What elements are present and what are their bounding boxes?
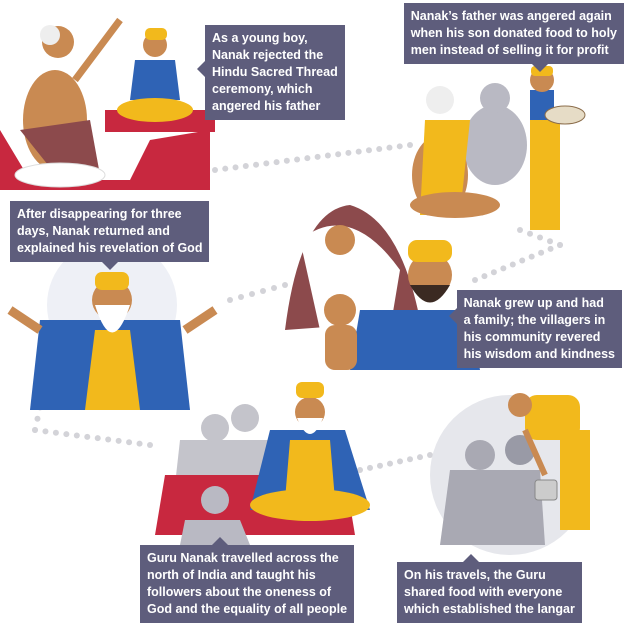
path-dot	[397, 458, 403, 465]
scene-revelation	[7, 240, 218, 410]
caption-pointer	[197, 61, 205, 77]
scene-donation	[410, 66, 586, 230]
path-dot	[355, 148, 362, 155]
path-dot	[335, 151, 342, 158]
path-dot	[63, 431, 70, 438]
path-dot	[324, 152, 331, 159]
path-dot	[73, 432, 80, 439]
path-dot	[517, 227, 523, 233]
path-dot	[136, 440, 143, 447]
path-dot	[263, 160, 270, 167]
path-dot	[365, 147, 372, 154]
path-dot	[481, 273, 488, 280]
path-dot	[126, 439, 133, 446]
path-dot	[314, 153, 321, 160]
path-dot	[94, 435, 101, 442]
path-dot	[238, 294, 244, 300]
path-dot	[34, 415, 41, 422]
path-dot	[417, 454, 423, 461]
path-dot	[105, 436, 112, 443]
caption-pointer	[463, 554, 479, 562]
path-dot	[500, 265, 507, 272]
caption-text: Nanak grew up and had a family; the vill…	[463, 296, 615, 361]
path-dot	[345, 149, 352, 156]
path-dot	[304, 155, 311, 162]
path-dot	[260, 288, 266, 294]
scene-langar	[430, 393, 590, 555]
path-dot	[386, 144, 393, 151]
path-dot	[547, 245, 554, 252]
path-dot	[367, 464, 373, 471]
scene-teaching	[155, 382, 370, 545]
path-dot	[273, 159, 280, 166]
caption-sacred-thread: As a young boy, Nanak rejected the Hindu…	[197, 25, 345, 120]
path-dot	[147, 442, 153, 448]
path-dot	[427, 452, 433, 458]
path-dot	[538, 249, 545, 256]
path-dot	[519, 257, 526, 264]
path-dot	[249, 291, 255, 297]
path-dot	[547, 238, 553, 245]
path-dot	[557, 242, 563, 248]
path-dot	[490, 269, 497, 276]
path-dot	[357, 467, 363, 473]
path-dot	[52, 429, 59, 436]
path-dot	[528, 253, 535, 260]
caption-text: Guru Nanak travelled across the north of…	[147, 551, 348, 616]
path-dot	[509, 261, 516, 268]
caption-pointer	[448, 308, 457, 324]
caption-text: As a young boy, Nanak rejected the Hindu…	[212, 31, 338, 113]
dotted-path	[32, 142, 563, 473]
path-dot	[115, 437, 122, 444]
path-dot	[227, 297, 233, 303]
path-dot	[407, 142, 413, 148]
path-dot	[387, 460, 393, 467]
path-dot	[232, 164, 239, 171]
path-dot	[84, 433, 91, 440]
caption-langar: On his travels, the Guru shared food wit…	[397, 554, 582, 623]
path-dot	[282, 282, 288, 288]
path-dot	[376, 145, 383, 152]
path-dot	[253, 161, 260, 168]
caption-text: On his travels, the Guru shared food wit…	[404, 568, 575, 616]
caption-text: Nanak’s father was angered again when hi…	[410, 9, 617, 57]
path-dot	[407, 456, 413, 463]
scene-sacred-thread	[0, 17, 215, 190]
path-dot	[212, 167, 218, 173]
path-dot	[32, 427, 38, 433]
caption-donation: Nanak’s father was angered again when hi…	[403, 3, 624, 72]
path-dot	[294, 156, 301, 163]
path-dot	[527, 230, 533, 237]
path-dot	[222, 165, 229, 172]
caption-pointer	[102, 262, 118, 270]
caption-family: Nanak grew up and had a family; the vill…	[448, 290, 622, 368]
path-dot	[283, 157, 290, 164]
path-dot	[537, 234, 543, 241]
path-dot	[396, 143, 403, 150]
path-dot	[472, 277, 478, 283]
path-dot	[271, 285, 277, 291]
caption-pointer	[212, 537, 228, 545]
caption-pointer	[531, 64, 548, 72]
path-dot	[377, 462, 383, 469]
path-dot	[42, 428, 49, 435]
caption-teaching: Guru Nanak travelled across the north of…	[140, 537, 355, 623]
scene-family	[285, 205, 480, 370]
caption-text: After disappearing for three days, Nanak…	[17, 207, 203, 255]
caption-revelation: After disappearing for three days, Nanak…	[10, 201, 210, 270]
path-dot	[242, 163, 249, 170]
